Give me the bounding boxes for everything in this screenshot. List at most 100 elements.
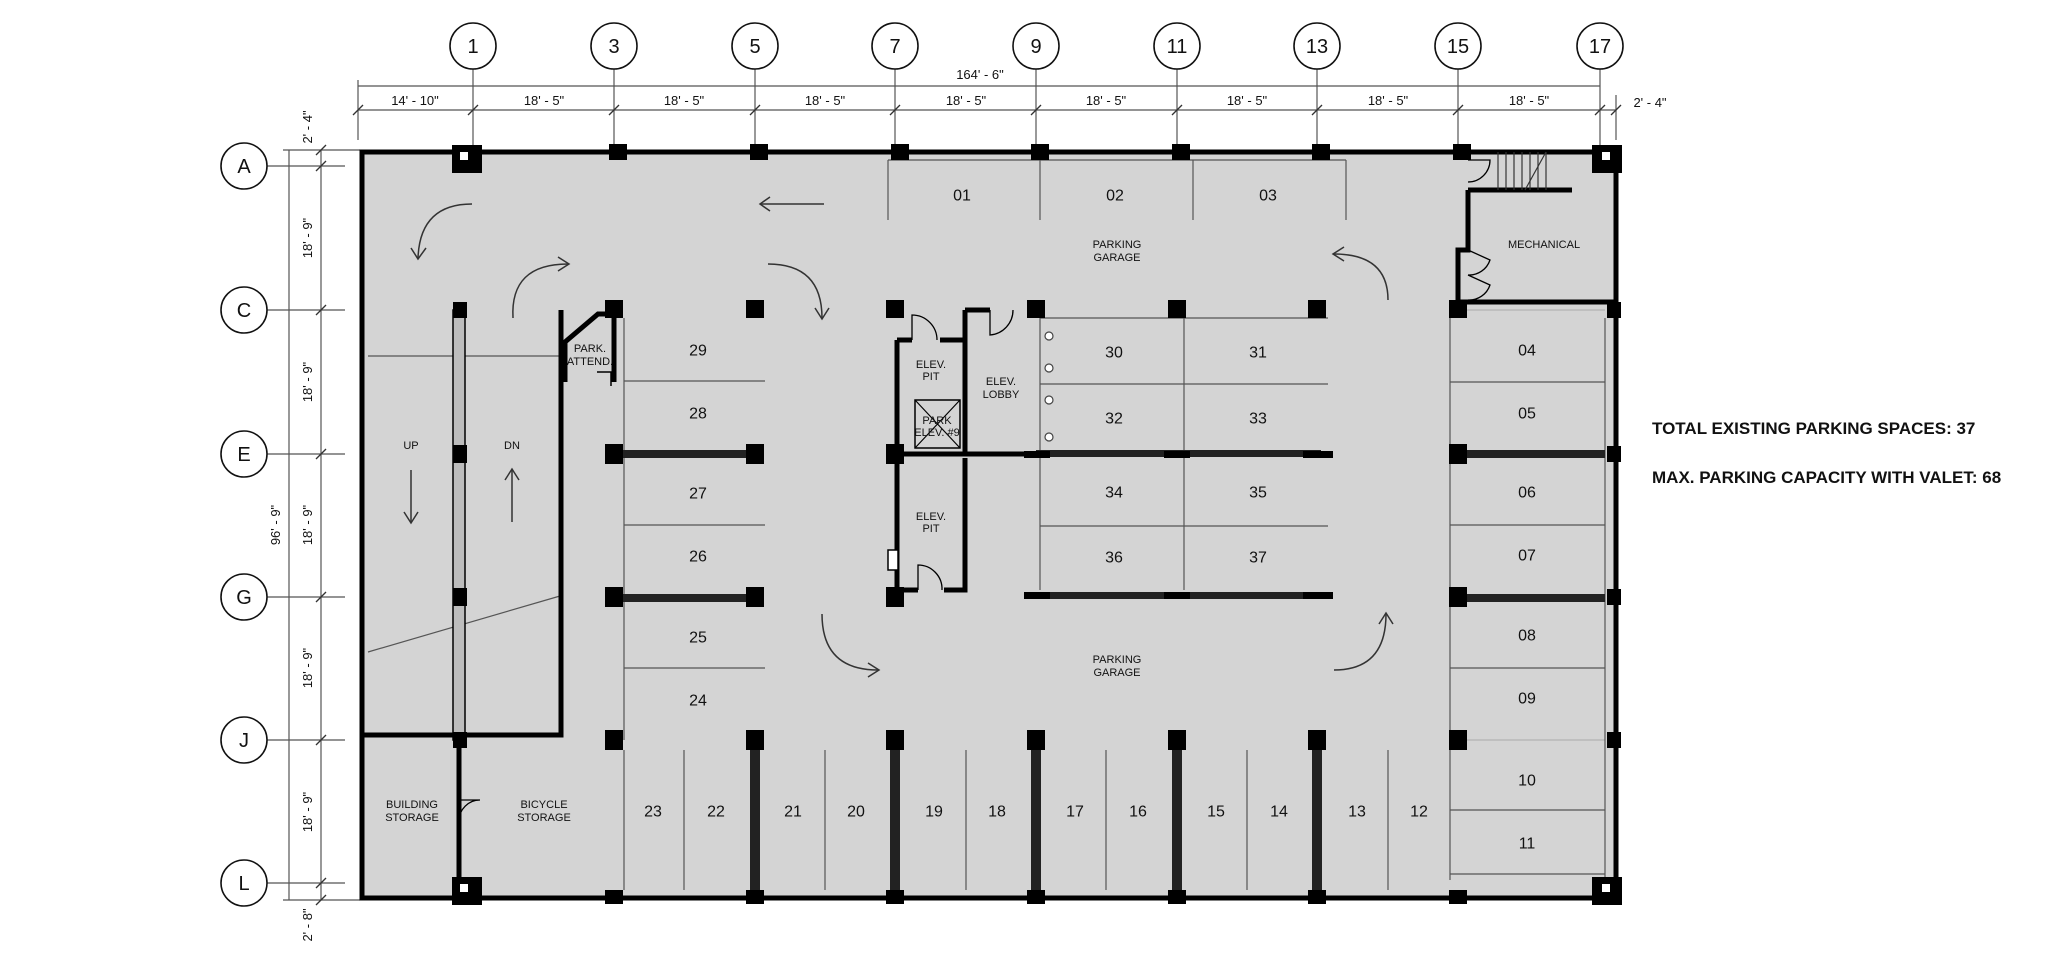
parking-space-36: 36 [1105,550,1123,567]
column-grid-label: 1 [467,36,478,58]
room-label-elev-pit: ELEV. [916,511,946,523]
note-valet-capacity: MAX. PARKING CAPACITY WITH VALET: 68 [1652,468,2001,487]
column-grid-9: 9 [1012,22,1060,150]
ramp-rails [452,309,466,741]
park-elevator-box [887,399,961,571]
parking-space-33: 33 [1249,411,1267,428]
room-label-parking-garage: PARKING [1093,239,1142,251]
dimension-label: 18' - 5" [664,93,705,108]
parking-space-32: 32 [1105,411,1123,428]
parking-space-18: 18 [988,804,1006,821]
overall-height-dimension: 96' - 9" [268,504,283,545]
dimension-label: 18' - 9" [300,504,315,545]
dimension-label: 18' - 5" [946,93,987,108]
parking-space-02: 02 [1106,188,1124,205]
room-label-park-attend: PARK. [574,343,606,355]
room-label-park-attend: ATTEND. [567,356,613,368]
row-grid-label: J [239,730,249,752]
column-grid-17: 17 [1576,22,1624,150]
room-label-ramp-up: UP [403,440,418,452]
column-grid-1: 1 [449,22,497,150]
dimension-label: 2' - 4" [1633,95,1666,110]
row-grid-label: L [238,873,249,895]
overall-width-dimension: 164' - 6" [956,67,1004,82]
room-label-parking-garage: GARAGE [1093,252,1140,264]
column-grid-label: 15 [1447,36,1469,58]
parking-space-06: 06 [1518,485,1536,502]
note-total-parking-spaces: TOTAL EXISTING PARKING SPACES: 37 [1652,419,1975,438]
parking-space-34: 34 [1105,485,1123,502]
dimension-label: 18' - 5" [1227,93,1268,108]
parking-space-23: 23 [644,804,662,821]
dimension-label: 18' - 5" [1086,93,1127,108]
row-grid-label: G [236,587,252,609]
door-swings [458,159,1491,822]
column-grid-label: 11 [1167,36,1188,58]
parking-space-31: 31 [1249,345,1267,362]
room-label-mechanical: MECHANICAL [1508,239,1580,251]
parking-space-15: 15 [1207,804,1225,821]
parking-space-19: 19 [925,804,943,821]
row-grid-G: G [220,573,345,621]
room-label-park-elev: PARK [922,415,952,427]
dimension-label: 18' - 5" [524,93,565,108]
room-label-elev-pit: PIT [922,523,939,535]
parking-space-14: 14 [1270,804,1288,821]
left-dimension-string: 96' - 9" 2' - 4" 18' - 9" 18' - 9" 18' -… [268,110,360,942]
parking-space-12: 12 [1410,804,1428,821]
parking-space-22: 22 [707,804,725,821]
dimension-label: 18' - 5" [805,93,846,108]
column-grid-label: 3 [608,36,619,58]
parking-space-24: 24 [689,693,707,710]
dimension-label: 18' - 9" [300,647,315,688]
dimension-label: 2' - 8" [300,908,315,941]
room-label-elev-lobby: LOBBY [983,389,1020,401]
row-grid-E: E [220,430,345,478]
column-grid-label: 9 [1030,36,1041,58]
parking-space-13: 13 [1348,804,1366,821]
dimension-label: 18' - 5" [1509,93,1550,108]
room-label-ramp-down: DN [504,440,520,452]
parking-space-27: 27 [689,486,707,503]
parking-space-03: 03 [1259,188,1277,205]
column-grid-3: 3 [590,22,638,150]
column-grid-13: 13 [1293,22,1341,150]
column-grid-label: 5 [749,36,760,58]
row-grid-C: C [220,286,345,334]
row-grid-label: E [237,444,250,466]
parking-space-16: 16 [1129,804,1147,821]
room-label-parking-garage: PARKING [1093,654,1142,666]
row-grid-J: J [220,716,345,764]
parking-space-04: 04 [1518,343,1536,360]
room-label-elev-lobby: ELEV. [986,376,1016,388]
row-grid-A: A [220,142,345,190]
room-label-bicycle-storage: STORAGE [517,812,571,824]
parking-space-25: 25 [689,630,707,647]
top-dimension-string: 164' - 6" 14' - 10" 18' - 5" 18' - 5" 18… [352,67,1667,140]
parking-space-labels: 01 02 03 04 05 06 07 08 09 10 11 12 13 1… [644,188,1536,853]
dimension-label: 14' - 10" [391,93,439,108]
column-grid-label: 7 [889,36,900,58]
room-labels: PARKING GARAGE PARKING GARAGE MECHANICAL… [385,239,1580,824]
parking-space-05: 05 [1518,406,1536,423]
dimension-label: 18' - 9" [300,361,315,402]
parking-space-11: 11 [1519,836,1536,853]
parking-space-30: 30 [1105,345,1123,362]
row-grid-label: C [237,300,251,322]
parking-space-10: 10 [1518,773,1536,790]
room-label-building-storage: BUILDING [386,799,438,811]
room-label-elev-pit: PIT [922,371,939,383]
column-grid-5: 5 [731,22,779,150]
parking-space-07: 07 [1518,548,1536,565]
parking-space-21: 21 [784,804,802,821]
column-grid-label: 13 [1306,36,1328,58]
room-label-bicycle-storage: BICYCLE [520,799,567,811]
parking-space-09: 09 [1518,691,1536,708]
parking-space-01: 01 [953,188,971,205]
dimension-label: 2' - 4" [300,110,315,143]
dimension-label: 18' - 9" [300,791,315,832]
parking-space-26: 26 [689,549,707,566]
column-grid-11: 11 [1153,22,1201,150]
dimension-label: 18' - 5" [1368,93,1409,108]
room-label-building-storage: STORAGE [385,812,439,824]
